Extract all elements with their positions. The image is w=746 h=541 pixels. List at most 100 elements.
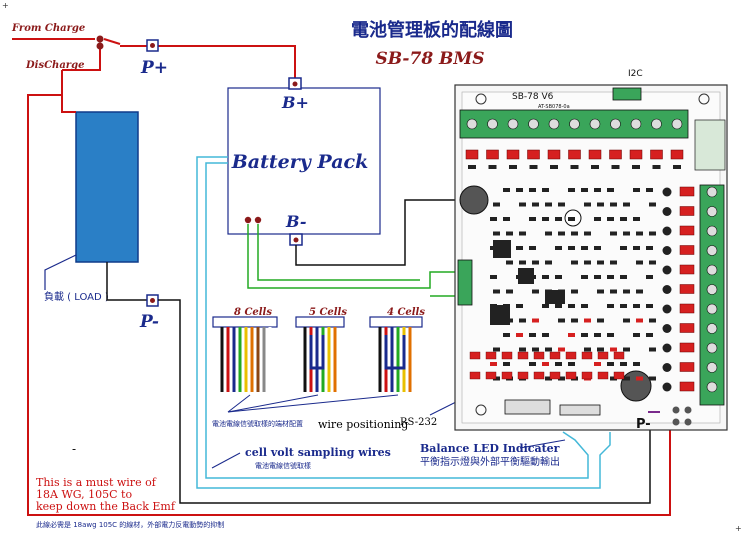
smd-part (597, 289, 604, 294)
smd-part (646, 188, 653, 192)
smd-part (633, 246, 640, 250)
smd-part (545, 202, 552, 207)
smd-part (607, 362, 614, 366)
smd-part (529, 217, 536, 221)
b-minus-label: B- (285, 212, 306, 231)
smd-part (532, 260, 539, 265)
pcb-p-minus: P- (636, 417, 651, 432)
pcb-board-sub: AT-SB078-0a (538, 104, 570, 110)
smd-part (490, 275, 497, 279)
load-label: 負載 ( LOAD ) (44, 291, 109, 303)
smd-part (584, 202, 591, 207)
smd-part (532, 347, 539, 352)
right-terminal-screw (706, 381, 718, 393)
smd-part (597, 318, 604, 323)
smd-part (636, 289, 643, 294)
smd-part (516, 275, 523, 279)
smd-part (529, 246, 536, 250)
top-terminal-screw (466, 118, 478, 130)
smd-part (555, 275, 562, 279)
smd-part (636, 260, 643, 265)
green-wires (247, 224, 460, 297)
right-terminal-screw (706, 264, 718, 276)
balance-led-cn: 平衡指示燈與外部平衡驅動輸出 (420, 455, 560, 468)
title-chinese: 電池管理板的配線圖 (351, 19, 513, 41)
smd-part (623, 289, 630, 294)
p-plus-label: P+ (140, 58, 168, 78)
svg-text:5 Cells: 5 Cells (309, 307, 347, 318)
top-fuse (547, 149, 561, 160)
smd-part (558, 202, 565, 207)
right-fuse (679, 381, 695, 392)
right-led (662, 226, 672, 236)
smd-part (623, 231, 630, 236)
smd-part (506, 231, 513, 236)
bottom-fuse (501, 371, 513, 380)
must-wire-3: keep down the Back Emf (36, 500, 176, 513)
sense-dot-1 (244, 216, 252, 224)
smd-part (581, 246, 588, 250)
smd-part (555, 304, 562, 308)
bottom-fuse (517, 371, 529, 380)
battery-pack-label: Battery Pack (231, 151, 369, 173)
smd-part (649, 376, 656, 381)
p-minus-label: P- (139, 312, 159, 332)
bottom-fuse (501, 351, 513, 360)
connector-5-cells: 5 Cells (295, 307, 347, 392)
smd-part (503, 333, 510, 337)
smd-part (542, 333, 549, 337)
smd-part (610, 260, 617, 265)
smd-part (594, 333, 601, 337)
smd-part (493, 318, 500, 323)
p-minus-wire (158, 299, 651, 504)
battery-pack (227, 87, 381, 235)
bottom-fuse (565, 371, 577, 380)
smd-part (545, 231, 552, 236)
cyan-wires (196, 156, 611, 489)
smd-part (649, 260, 656, 265)
bottom-fuse (549, 371, 561, 380)
right-terminal-screw (706, 362, 718, 373)
right-terminal-screw (706, 225, 718, 237)
wire-positioning-label: wire positioning (318, 418, 408, 431)
smd-part (555, 217, 562, 221)
right-fuse (679, 284, 695, 294)
discharge-label: DisCharge (25, 60, 84, 71)
smd-part (568, 188, 575, 192)
top-fuse (465, 149, 479, 160)
smd-part (568, 217, 575, 221)
smd-part (490, 362, 497, 366)
b-plus-label: B+ (281, 93, 309, 112)
smd-part (558, 347, 565, 352)
smd-part (571, 260, 578, 265)
bottom-fuse (581, 351, 593, 360)
smd-part (594, 362, 601, 366)
top-fuse (609, 149, 622, 160)
bottom-fuse (549, 351, 561, 360)
smd-part (633, 217, 640, 221)
smd-part (620, 304, 627, 308)
smd-part (542, 362, 549, 366)
smd-part (490, 246, 497, 250)
top-smd-part (570, 165, 579, 169)
top-terminal-screw (610, 118, 621, 130)
smd-part (584, 347, 591, 352)
smd-part (610, 231, 617, 236)
smd-part (581, 188, 588, 192)
right-led (662, 207, 672, 216)
top-terminal-screw (487, 118, 498, 130)
smd-part (568, 333, 575, 337)
smd-part (649, 318, 656, 323)
smd-part (581, 275, 588, 279)
smd-part (503, 188, 510, 192)
switch-contact-2 (96, 42, 104, 50)
bottom-fuse (613, 351, 625, 360)
smd-part (623, 347, 630, 352)
smd-part (558, 318, 565, 323)
right-fuse (679, 342, 695, 353)
switch-contact-1 (96, 35, 104, 43)
smd-part (545, 347, 552, 352)
smd-part (568, 304, 575, 308)
right-terminal-screw (706, 186, 718, 198)
